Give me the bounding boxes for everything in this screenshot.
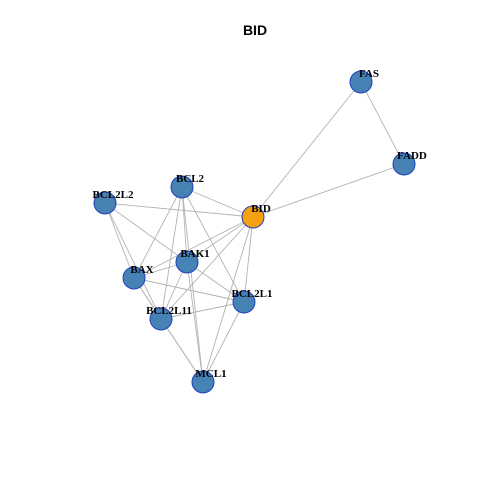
diagram-title: BID — [243, 22, 267, 38]
edge-bcl2l1-mcl1 — [202, 301, 245, 383]
edge-fas-fadd — [360, 81, 405, 165]
node-bcl2l1[interactable] — [232, 290, 256, 314]
node-fadd[interactable] — [392, 152, 416, 176]
node-label-mcl1: MCL1 — [195, 368, 226, 380]
node-label-bax: BAX — [130, 264, 153, 276]
node-bcl2[interactable] — [170, 175, 194, 199]
edge-bak1-bcl2l1 — [186, 261, 245, 303]
edge-fadd-bid — [252, 163, 405, 218]
edge-layer — [104, 81, 405, 383]
edge-bax-bcl2l1 — [133, 277, 245, 303]
edge-bid-mcl1 — [202, 216, 254, 383]
edge-bcl2-mcl1 — [181, 186, 204, 383]
edge-bcl2l2-bax — [104, 202, 135, 279]
node-label-bcl2: BCL2 — [176, 173, 205, 185]
node-label-fadd: FADD — [397, 150, 427, 162]
node-label-bcl2l1: BCL2L1 — [232, 288, 273, 300]
node-layer — [93, 70, 416, 394]
node-label-fas: FAS — [359, 68, 379, 80]
node-bak1[interactable] — [175, 250, 199, 274]
edge-bid-bcl2l11 — [160, 216, 254, 320]
edge-bid-bak1 — [186, 216, 254, 263]
edge-bid-bcl2 — [181, 186, 254, 218]
edge-bcl2l11-mcl1 — [160, 318, 204, 383]
edge-bcl2-bax — [133, 186, 183, 279]
edge-bcl2-bcl2l11 — [160, 186, 183, 320]
edge-bid-bax — [133, 216, 254, 279]
edge-bcl2-bak1 — [181, 186, 188, 263]
node-bcl2l2[interactable] — [93, 191, 117, 215]
edge-bcl2l2-bcl2l11 — [104, 202, 162, 320]
edge-bcl2l2-bak1 — [104, 202, 188, 263]
node-label-bid: BID — [251, 203, 271, 215]
edge-bak1-mcl1 — [186, 261, 204, 383]
node-mcl1[interactable] — [191, 370, 215, 394]
node-fas[interactable] — [349, 70, 373, 94]
edge-bcl2-bcl2l1 — [181, 186, 245, 303]
edge-bcl2l1-bcl2l11 — [160, 301, 245, 320]
node-bax[interactable] — [122, 266, 146, 290]
node-label-bak1: BAK1 — [180, 248, 209, 260]
node-bid[interactable] — [241, 205, 265, 229]
edge-bid-bcl2l1 — [243, 216, 254, 303]
edge-bid-bcl2l2 — [104, 202, 254, 218]
node-bcl2l11[interactable] — [149, 307, 173, 331]
node-label-bcl2l2: BCL2L2 — [93, 189, 134, 201]
node-label-bcl2l11: BCL2L11 — [146, 305, 192, 317]
edge-fas-bid — [252, 81, 362, 218]
